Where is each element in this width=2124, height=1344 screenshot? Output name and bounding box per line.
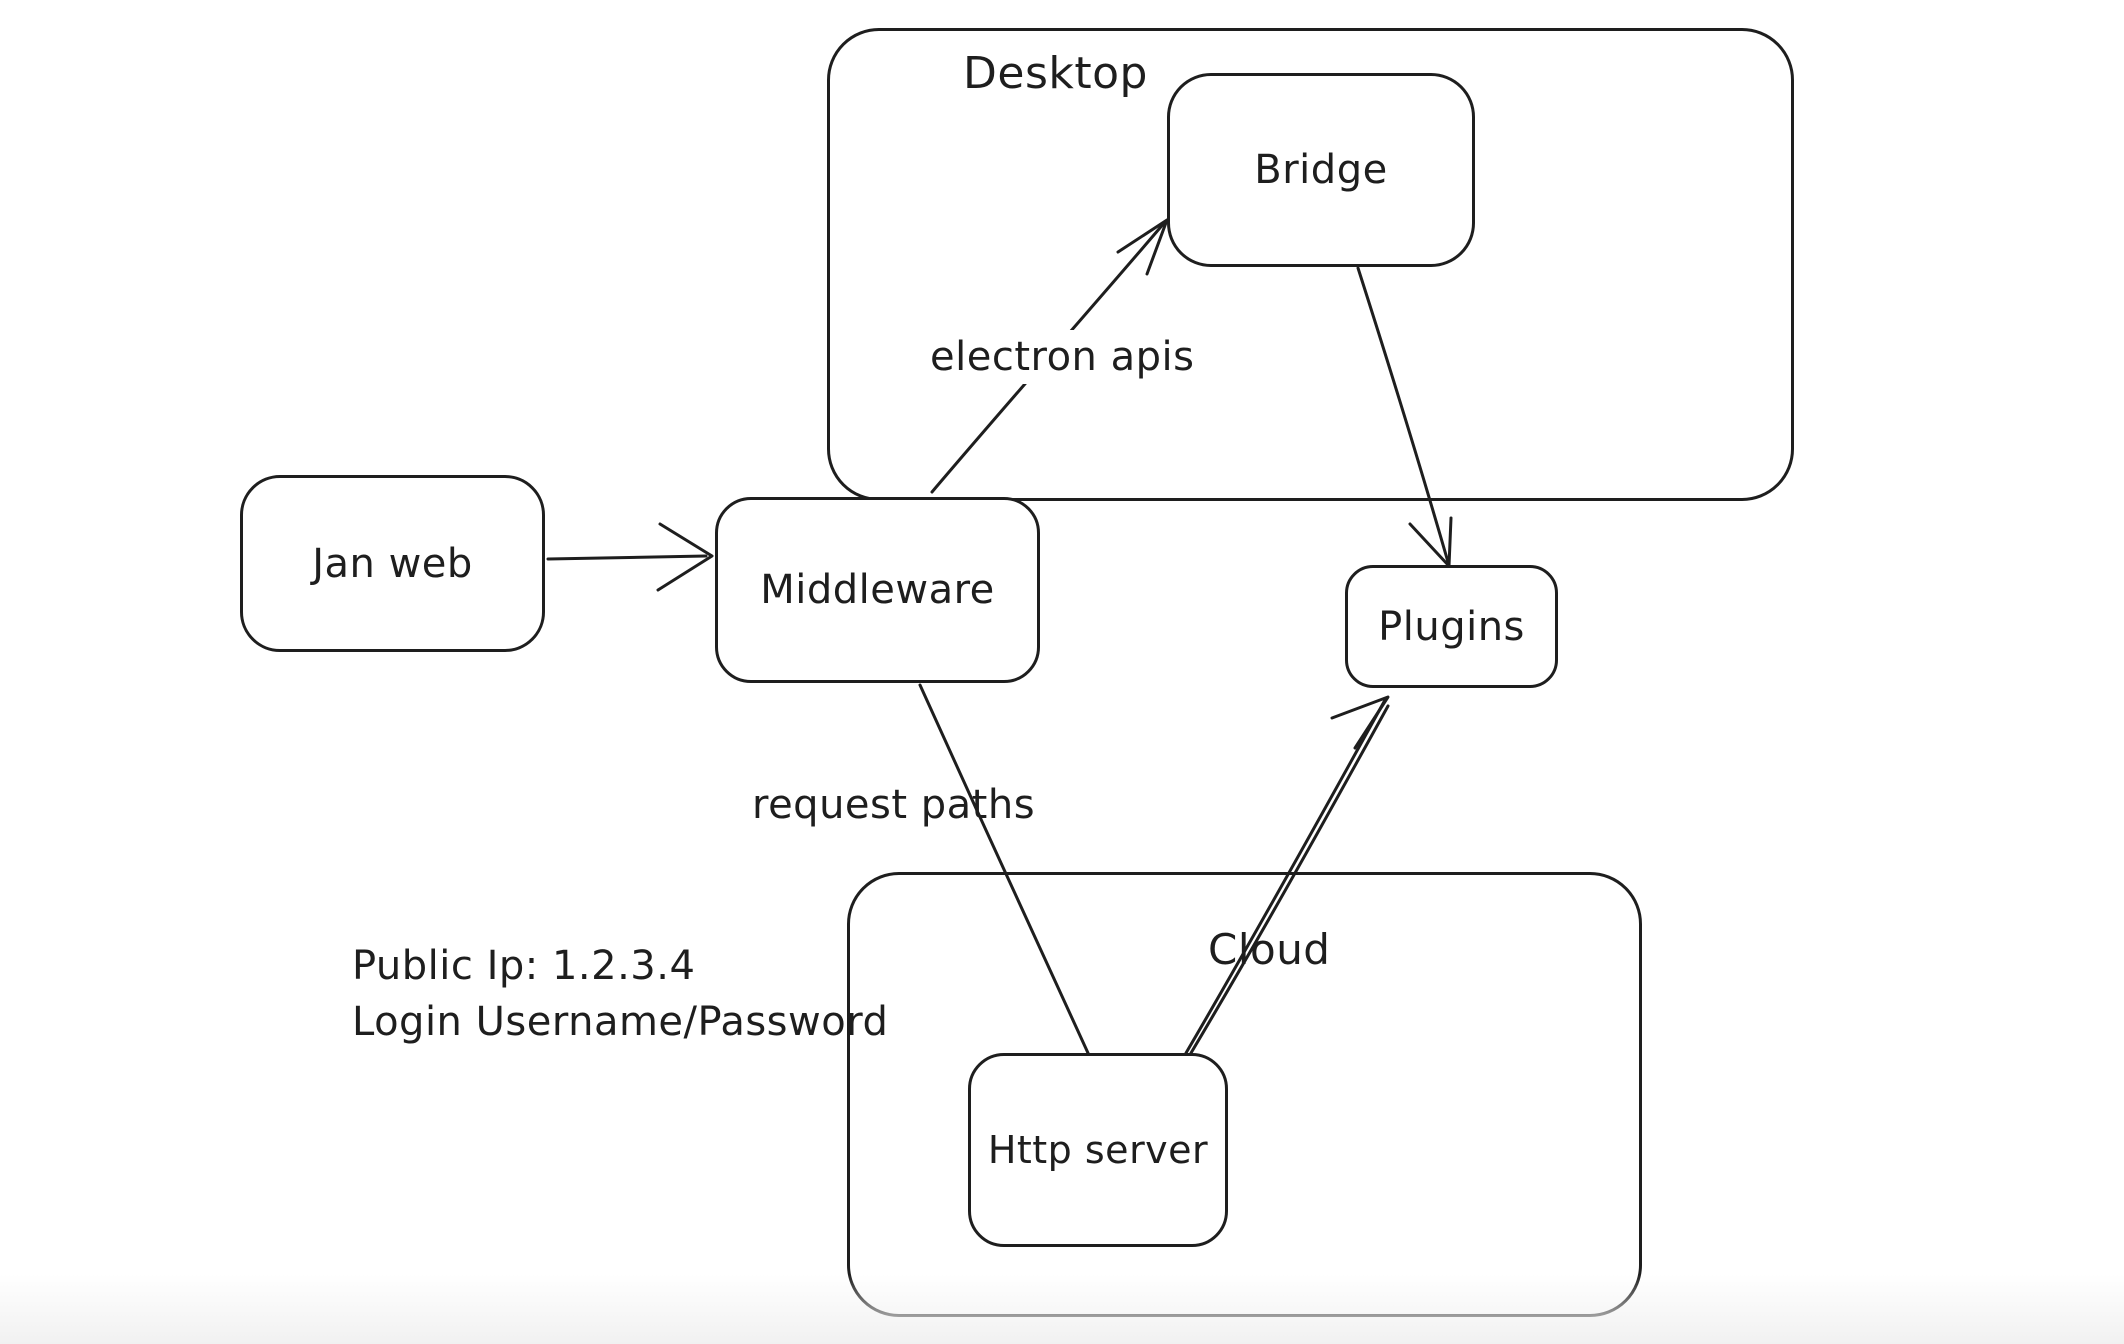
node-bridge-label: Bridge (1254, 147, 1388, 193)
node-http-server: Http server (968, 1053, 1228, 1247)
arrow-janweb-to-middleware (546, 522, 714, 592)
node-middleware: Middleware (715, 497, 1040, 683)
desktop-container (827, 28, 1794, 501)
note-line-1: Public Ip: 1.2.3.4 (352, 943, 696, 989)
note-line-2: Login Username/Password (352, 999, 889, 1045)
desktop-container-label: Desktop (963, 48, 1148, 99)
node-plugins: Plugins (1345, 565, 1558, 688)
node-jan-web-label: Jan web (312, 540, 473, 587)
note-public-ip: Public Ip: 1.2.3.4 Login Username/Passwo… (352, 938, 888, 1050)
line-middleware-to-httpserver (918, 683, 1090, 1055)
node-bridge: Bridge (1167, 73, 1475, 267)
node-plugins-label: Plugins (1378, 603, 1525, 650)
node-jan-web: Jan web (240, 475, 545, 652)
cloud-container-label: Cloud (1208, 925, 1331, 974)
edge-label-request-paths: request paths (752, 782, 1036, 828)
node-http-server-label: Http server (987, 1128, 1209, 1172)
arrow-httpserver-to-plugins (1184, 695, 1390, 1055)
edge-label-electron-apis: electron apis (920, 330, 1205, 384)
node-middleware-label: Middleware (760, 567, 995, 613)
